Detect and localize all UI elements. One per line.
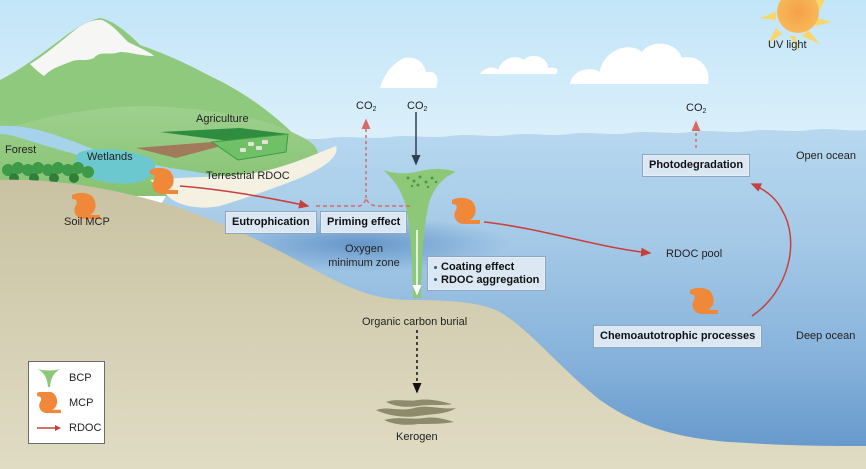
legend: BCP MCP RDOC (28, 361, 105, 444)
co2-label-photodegradation: CO2 (686, 102, 707, 116)
rdoc-pool-label: RDOC pool (666, 248, 723, 260)
wetlands-label: Wetlands (87, 151, 133, 163)
sheep (240, 140, 268, 152)
forest (2, 162, 94, 183)
bcp-funnel (383, 169, 456, 298)
priming-effect-box: Priming effect (320, 211, 408, 234)
bcp-effect-item: Coating effect (434, 261, 539, 274)
agriculture-label: Agriculture (196, 113, 249, 125)
bcp-particles (406, 175, 438, 189)
kerogen-icon (376, 399, 456, 425)
cloud (380, 57, 438, 88)
bcp-effect-text: Coating effect (441, 261, 515, 273)
chemoautotrophic-box: Chemoautotrophic processes (593, 325, 763, 348)
shoreline (150, 146, 337, 208)
co2-text: CO (356, 100, 373, 112)
bcp-effect-item: RDOC aggregation (434, 274, 539, 287)
legend-item-rdoc: RDOC (29, 418, 101, 438)
rdoc-arrow-terrestrial (179, 185, 310, 209)
photodegradation-box: Photodegradation (642, 154, 751, 177)
co2-label-priming: CO2 (356, 100, 377, 114)
legend-item-bcp: BCP (29, 368, 92, 388)
legend-label: BCP (69, 372, 92, 384)
rdoc-arrow-to-pool (483, 221, 652, 257)
pasture (210, 133, 289, 161)
rdoc-arrow-chemo-to-photo (750, 183, 792, 317)
soil-mcp-label: Soil MCP (64, 216, 110, 228)
sun-icon (760, 0, 832, 52)
deep-ocean-label: Deep ocean (796, 330, 856, 342)
red-arrow-icon (33, 418, 65, 438)
omz-label-line2: minimum zone (328, 256, 400, 269)
co2-subscript: 2 (372, 106, 377, 113)
wetlands (75, 149, 156, 184)
terrestrial-rdoc-label: Terrestrial RDOC (206, 170, 290, 182)
snow-cap (30, 19, 154, 77)
omz-label-line1: Oxygen (345, 243, 383, 255)
co2-label-bcp: CO2 (407, 100, 428, 114)
legend-label: MCP (69, 397, 94, 409)
co2-subscript: 2 (423, 106, 428, 113)
cloud (570, 43, 709, 84)
co2-subscript: 2 (702, 108, 707, 115)
seafloor (0, 179, 866, 469)
forest-label: Forest (5, 144, 37, 156)
co2-text: CO (686, 102, 703, 114)
bcp-effect-text: RDOC aggregation (441, 273, 540, 286)
legend-label: RDOC (69, 422, 102, 434)
open-ocean-label: Open ocean (796, 150, 856, 162)
bullet-icon (434, 265, 437, 269)
cloud (480, 55, 558, 74)
co2-text: CO (407, 100, 424, 112)
plowed-field (136, 142, 236, 158)
bullet-icon (434, 278, 437, 282)
kerogen-label: Kerogen (396, 431, 438, 443)
bcp-effects-box: Coating effect RDOC aggregation (427, 256, 547, 292)
uv-light-label: UV light (768, 39, 807, 51)
eutrophication-box: Eutrophication (225, 211, 317, 234)
mcp-pump-icon (33, 392, 65, 414)
legend-item-mcp: MCP (29, 392, 94, 414)
organic-carbon-burial-label: Organic carbon burial (362, 316, 468, 328)
bcp-funnel-icon (33, 368, 65, 388)
oxygen-minimum-zone-label: Oxygen minimum zone (328, 243, 400, 271)
